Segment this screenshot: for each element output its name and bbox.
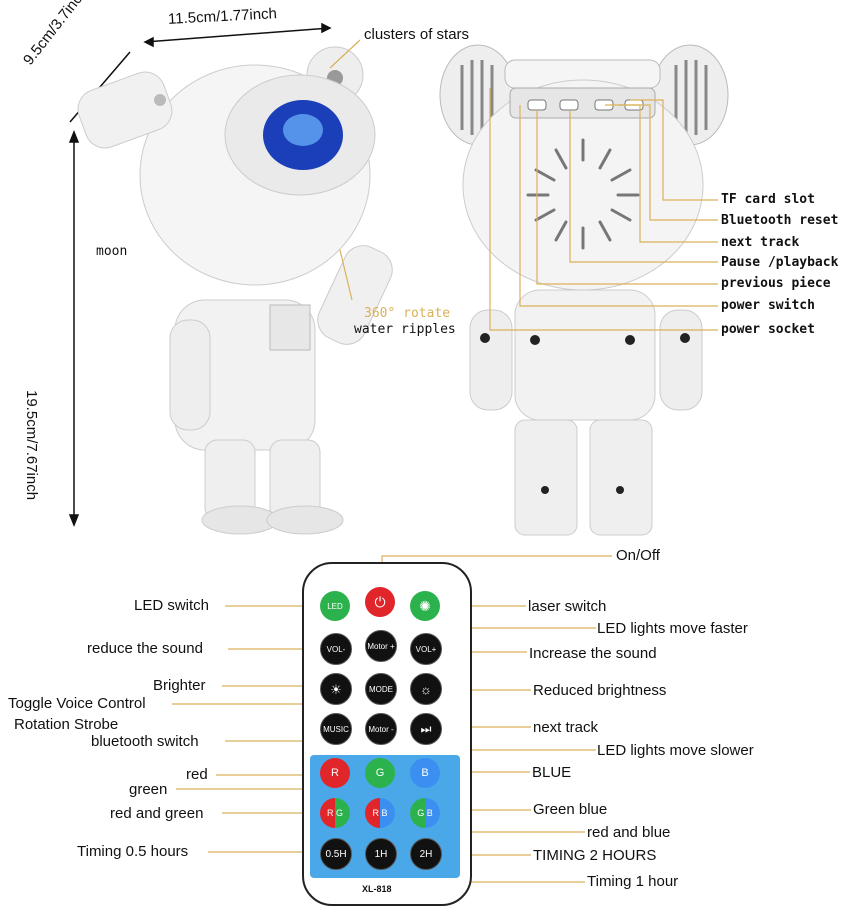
red-blue-button[interactable]: R B	[365, 798, 395, 828]
label-increase-sound: Increase the sound	[529, 645, 657, 662]
label-next-track-remote: next track	[533, 719, 599, 736]
label-timing-2h: TIMING 2 HOURS	[533, 847, 657, 864]
red-button[interactable]: R	[320, 758, 350, 788]
label-power-socket: power socket	[721, 322, 815, 337]
label-360-rotate: 360° rotate	[364, 306, 451, 321]
bulb-dim-icon: ☼	[420, 681, 432, 697]
label-rotation-strobe: Rotation Strobe	[14, 716, 119, 733]
label-timing-1h: Timing 1 hour	[587, 873, 679, 890]
label-moon: moon	[96, 244, 128, 259]
remote-model-label: XL-818	[362, 884, 392, 894]
label-clusters-of-stars: clusters of stars	[364, 26, 470, 43]
label-on-off: On/Off	[616, 547, 660, 564]
label-toggle-voice: Toggle Voice Control	[8, 695, 146, 712]
front-astronaut-figure	[77, 46, 393, 535]
back-astronaut-figure	[439, 44, 729, 536]
timer-2h-button[interactable]: 2H	[410, 838, 442, 870]
next-track-icon: ⏭	[420, 721, 432, 736]
bulb-icon: ☀	[330, 681, 342, 697]
label-previous-piece: previous piece	[721, 276, 831, 291]
power-icon: ⏻	[374, 593, 386, 610]
laser-button[interactable]: ✺	[410, 591, 440, 621]
green-button[interactable]: G	[365, 758, 395, 788]
label-water-ripples: water ripples	[354, 322, 456, 337]
label-brighter: Brighter	[153, 677, 206, 694]
vol-minus-button[interactable]: VOL-	[320, 633, 352, 665]
label-pause-playback: Pause /playback	[721, 255, 839, 270]
label-reduced-brightness: Reduced brightness	[533, 682, 667, 699]
label-bluetooth-switch: bluetooth switch	[91, 733, 199, 750]
label-red: red	[186, 766, 208, 783]
timer-05h-button[interactable]: 0.5H	[320, 838, 352, 870]
label-laser-switch: laser switch	[528, 598, 607, 615]
label-red-and-blue: red and blue	[587, 824, 671, 841]
label-power-switch: power switch	[721, 298, 815, 313]
label-timing-05: Timing 0.5 hours	[77, 843, 189, 860]
height-dimension: 19.5cm/7.67inch	[23, 390, 40, 501]
next-track-button[interactable]: ⏭	[410, 713, 442, 745]
label-red-and-green: red and green	[110, 805, 204, 822]
brighter-button[interactable]: ☀	[320, 673, 352, 705]
music-button[interactable]: MUSIC	[320, 713, 352, 745]
led-button[interactable]: LED	[320, 591, 350, 621]
label-next-track: next track	[721, 235, 800, 250]
green-blue-button[interactable]: G B	[410, 798, 440, 828]
dimmer-button[interactable]: ☼	[410, 673, 442, 705]
power-button[interactable]: ⏻	[365, 587, 395, 617]
label-blue: BLUE	[532, 764, 572, 781]
label-tf-card-slot: TF card slot	[721, 192, 815, 207]
label-led-slower: LED lights move slower	[597, 742, 754, 759]
mode-button[interactable]: MODE	[365, 673, 397, 705]
label-green: green	[129, 781, 168, 798]
label-reduce-sound: reduce the sound	[87, 640, 203, 657]
motor-minus-button[interactable]: Motor -	[365, 713, 397, 745]
label-green-blue: Green blue	[533, 801, 608, 818]
label-bluetooth-reset: Bluetooth reset	[721, 213, 839, 228]
blue-button[interactable]: B	[410, 758, 440, 788]
laser-icon: ✺	[419, 597, 431, 614]
label-led-faster: LED lights move faster	[597, 620, 748, 637]
vol-plus-button[interactable]: VOL+	[410, 633, 442, 665]
label-led-switch: LED switch	[134, 597, 210, 614]
timer-1h-button[interactable]: 1H	[365, 838, 397, 870]
red-green-button[interactable]: R G	[320, 798, 350, 828]
motor-plus-button[interactable]: Motor +	[365, 630, 397, 662]
